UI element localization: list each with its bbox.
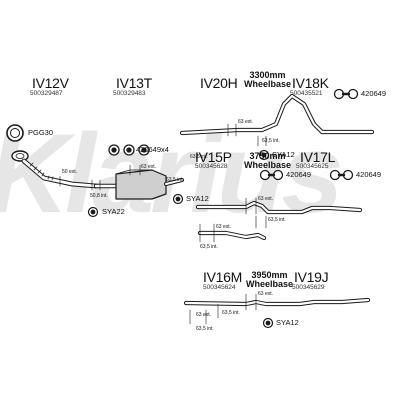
dimension-marks-front — [59, 164, 141, 191]
meas-63-ext-e: 63 ext. — [258, 291, 274, 297]
meas-63-ext-d: 63 ext. — [216, 224, 232, 230]
label-sya12-a: SYA12 — [186, 194, 209, 203]
meas-63-int-e: 63,5 int. — [200, 244, 218, 250]
label-420649-top: 420649 — [361, 89, 387, 98]
meas-50-int: 50,8 int. — [90, 193, 108, 199]
number-iv16m: 500345624 — [203, 284, 236, 291]
hanger-top — [333, 88, 359, 100]
meas-63-ext-b: 63 ext. — [238, 119, 254, 125]
code-iv19j: IV19J — [294, 269, 329, 285]
rear-pipe-iv17l — [195, 197, 363, 243]
code-iv16m: IV16M — [203, 269, 242, 285]
hanger-mid-1 — [259, 169, 284, 181]
clamp-sya12-a — [172, 193, 184, 205]
wheelbase-3300-label: Wheelbase — [244, 79, 292, 90]
wheelbase-3750-length: 3750mm — [249, 151, 286, 161]
wheelbase-3300: 3300mm Wheelbase — [244, 70, 292, 90]
meas-63-int-f: 63,5 int. — [222, 310, 240, 316]
meas-63-int-a: 63,5 int. — [166, 177, 184, 183]
number-iv15p: 500345628 — [195, 163, 228, 170]
rear-pipe-iv18k — [179, 93, 375, 147]
rear-pipe-iv19j — [183, 293, 371, 325]
label-420649-mid-1: 420649 — [286, 170, 312, 179]
wheelbase-3300-length: 3300mm — [249, 70, 286, 80]
wheelbase-3950-length: 3950mm — [251, 270, 288, 280]
label-420649-mid-2: 420649 — [356, 170, 382, 179]
code-iv13t: IV13T — [116, 75, 152, 91]
wheelbase-3750: 3750mm Wheelbase — [244, 151, 292, 171]
meas-63-int-g: 63,5 int. — [196, 326, 214, 332]
number-iv13t: 500329483 — [113, 90, 146, 97]
clamp-sya12-c — [262, 317, 274, 329]
meas-63-ext-a: 63 ext. — [141, 164, 157, 170]
number-iv12v: 500329487 — [30, 90, 63, 97]
label-pgg30: PGG30 — [28, 128, 54, 137]
wheelbase-3950: 3950mm Wheelbase — [246, 270, 294, 290]
meas-63-ext-c: 63 ext. — [258, 196, 274, 202]
label-sya12-c: SYA12 — [276, 318, 299, 327]
meas-63-int-d: 63,5 int. — [268, 217, 286, 223]
clamp-sya22 — [87, 206, 99, 218]
gasket-ring — [6, 124, 24, 142]
code-iv20h: IV20H — [200, 75, 238, 91]
code-iv17l: IV17L — [300, 149, 336, 165]
code-iv18k: IV18K — [292, 75, 329, 91]
number-iv19j: 500345629 — [292, 284, 325, 291]
meas-63-ext-f: 63 ext. — [196, 312, 212, 318]
centre-silencer — [93, 169, 184, 200]
code-iv15p: IV15P — [195, 149, 232, 165]
label-sya12-b: SYA12 — [272, 150, 295, 159]
meas-50-ext: 50 ext. — [62, 169, 78, 175]
meas-63-int-c: 63,5 int. — [190, 154, 208, 160]
wheelbase-3950-label: Wheelbase — [246, 279, 294, 290]
front-pipe-flex — [11, 150, 99, 189]
clamp-group-420649x4 — [108, 144, 150, 156]
number-iv18k: 500435521 — [290, 90, 323, 97]
number-iv17l: 500345625 — [296, 163, 329, 170]
wheelbase-3750-label: Wheelbase — [244, 160, 292, 171]
label-sya22: SYA22 — [102, 207, 125, 216]
hanger-mid-2 — [329, 169, 354, 181]
code-iv12v: IV12V — [32, 75, 69, 91]
meas-63-int-b: 63,5 int. — [262, 138, 280, 144]
label-420649x4: 420649x4 — [136, 145, 169, 154]
clamp-sya12-b — [258, 149, 270, 161]
